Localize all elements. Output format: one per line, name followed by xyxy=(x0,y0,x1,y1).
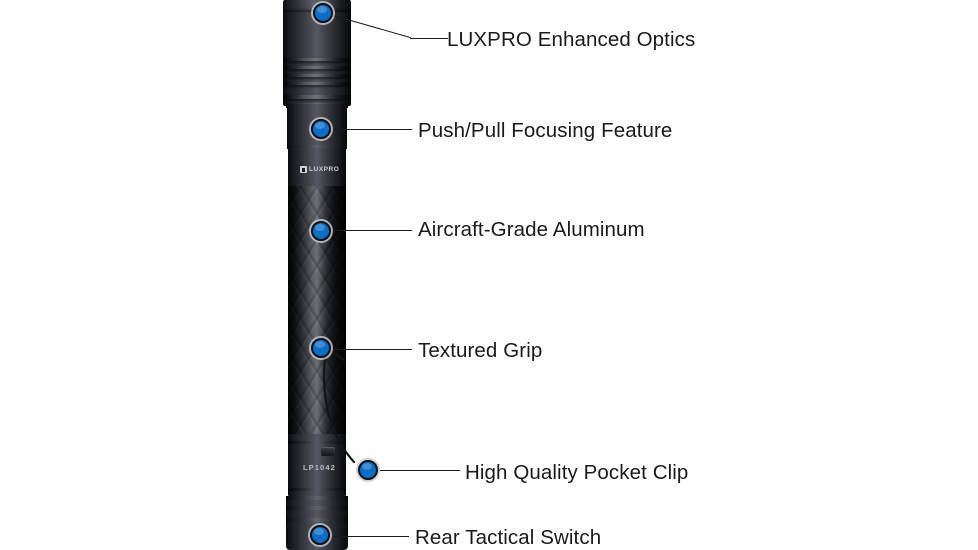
head-fin xyxy=(284,66,350,69)
pocket-clip-mount xyxy=(321,447,335,456)
callout-dot-optics[interactable] xyxy=(313,3,333,23)
callout-dot-clip[interactable] xyxy=(358,460,378,480)
barrel-ring xyxy=(288,488,346,491)
tail-ring xyxy=(286,506,348,510)
leader-line-focus xyxy=(334,129,412,130)
head-fin xyxy=(284,95,350,99)
callout-label-grip: Textured Grip xyxy=(418,339,543,362)
leader-line-switch xyxy=(333,536,409,537)
callout-dot-grip[interactable] xyxy=(311,338,331,358)
callout-label-optics: LUXPRO Enhanced Optics xyxy=(447,28,696,51)
brand-logo: LUXPRO xyxy=(300,166,339,173)
callout-label-switch: Rear Tactical Switch xyxy=(415,526,602,549)
brand-name: LUXPRO xyxy=(309,166,340,173)
luxpro-emblem-icon xyxy=(300,166,307,173)
tail-ring xyxy=(286,518,348,522)
tail-ring xyxy=(286,496,348,500)
head-fin xyxy=(284,74,350,77)
barrel-ring xyxy=(288,441,346,444)
leader-line-aluminum xyxy=(334,230,412,231)
callout-dot-aluminum[interactable] xyxy=(311,221,331,241)
callout-label-focus: Push/Pull Focusing Feature xyxy=(418,119,673,142)
head-fin xyxy=(284,82,350,85)
callout-label-aluminum: Aircraft-Grade Aluminum xyxy=(418,218,645,241)
leader-line-optics xyxy=(410,38,448,39)
leader-line-clip xyxy=(380,470,460,471)
focus-collar-ring xyxy=(287,145,347,149)
callout-dot-focus[interactable] xyxy=(311,119,331,139)
head-fin xyxy=(284,58,350,61)
callout-dot-switch[interactable] xyxy=(310,525,330,545)
callout-label-clip: High Quality Pocket Clip xyxy=(465,461,689,484)
flashlight-body-upper xyxy=(288,148,346,188)
leader-line-grip xyxy=(334,349,412,350)
model-number: LP1042 xyxy=(303,463,336,472)
